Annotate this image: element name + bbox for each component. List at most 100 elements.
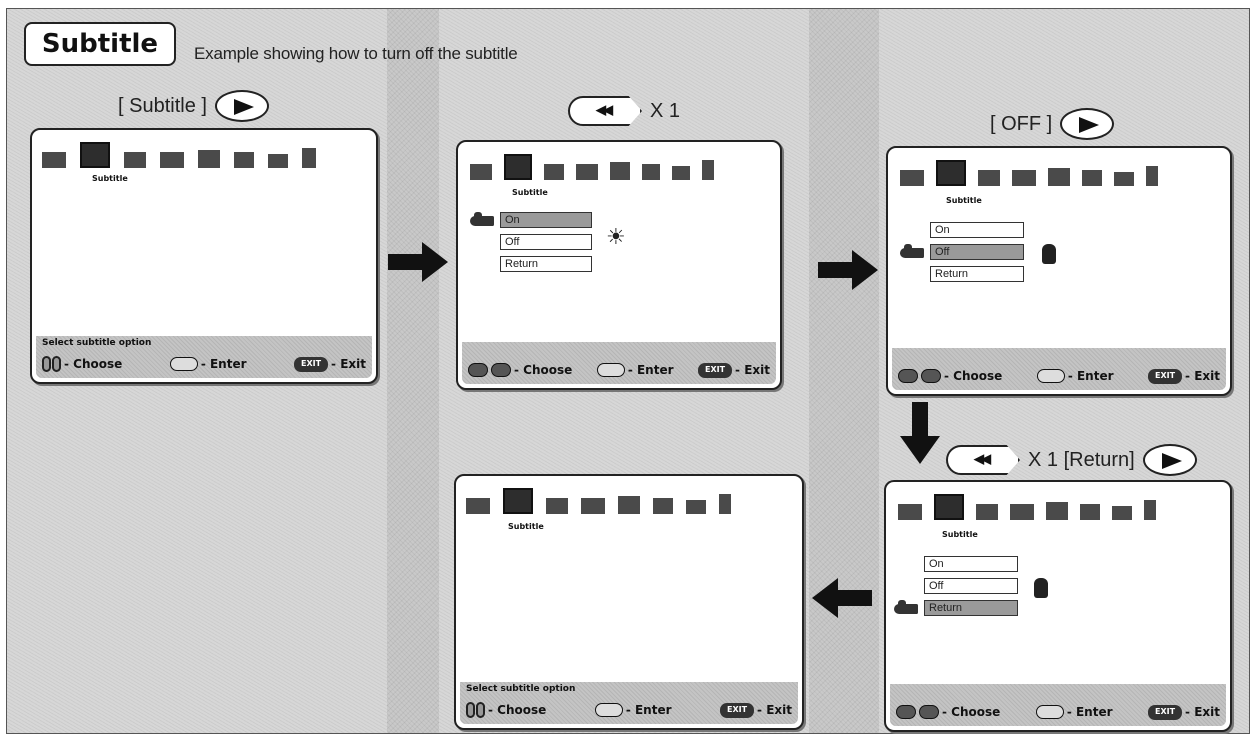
prev-button-icon bbox=[896, 705, 916, 719]
screen-footer: - Choose - Enter EXIT- Exit bbox=[462, 342, 776, 384]
features-icon bbox=[610, 162, 630, 180]
subtitle-icon bbox=[504, 154, 532, 180]
menu-icon-bar bbox=[466, 488, 731, 514]
subtitle-icon bbox=[934, 494, 964, 520]
option-off[interactable]: Off bbox=[924, 578, 1018, 594]
right-button-icon bbox=[1060, 108, 1115, 140]
step3-caption: [ OFF ] bbox=[990, 108, 1115, 140]
audio-icon bbox=[978, 170, 1000, 186]
right-button-icon bbox=[1142, 444, 1197, 476]
audio-icon bbox=[544, 164, 564, 180]
prev-button-icon bbox=[468, 363, 488, 377]
picture-icon bbox=[898, 504, 922, 520]
step2-caption: ◀◀ X 1 bbox=[568, 96, 680, 126]
step1-caption: [ Subtitle ] bbox=[118, 90, 269, 122]
option-return[interactable]: Return bbox=[924, 600, 1018, 616]
menu-screen-5: Subtitle Select subtitle option - Choose… bbox=[454, 474, 804, 730]
audio-icon bbox=[976, 504, 998, 520]
option-on[interactable]: On bbox=[930, 222, 1024, 238]
language-icon bbox=[581, 498, 605, 514]
menu-label: Subtitle bbox=[946, 196, 982, 205]
choose-text: - Choose bbox=[942, 705, 1001, 719]
rewind-button-icon bbox=[919, 705, 939, 719]
screen-footer: - Choose - Enter EXIT- Exit bbox=[890, 684, 1226, 726]
screen-footer: Select subtitle option - Choose - Enter … bbox=[36, 336, 372, 378]
exit-button-icon: EXIT bbox=[720, 702, 755, 718]
picture-icon bbox=[900, 170, 924, 186]
menu-screen-4: Subtitle On Off Return - Choose - Enter … bbox=[884, 480, 1232, 732]
menu-label: Subtitle bbox=[512, 188, 548, 197]
exit-menu-icon bbox=[702, 160, 714, 180]
section-title: Subtitle bbox=[24, 22, 176, 66]
arrow-right-1 bbox=[388, 242, 448, 282]
enter-text: - Enter bbox=[625, 703, 672, 717]
setup-icon bbox=[672, 166, 690, 180]
enter-text: - Enter bbox=[1066, 705, 1113, 719]
option-off[interactable]: Off bbox=[500, 234, 592, 250]
exit-button-icon: EXIT bbox=[698, 362, 733, 378]
exit-text: - Exit bbox=[757, 703, 792, 717]
screen-footer: - Choose - Enter EXIT- Exit bbox=[892, 348, 1226, 390]
menu-icon-bar bbox=[900, 160, 1158, 186]
updown-icon bbox=[42, 356, 61, 372]
parental-icon bbox=[234, 152, 254, 168]
enter-button-icon bbox=[1036, 369, 1065, 383]
screen-footer: Select subtitle option - Choose - Enter … bbox=[460, 682, 798, 724]
language-icon bbox=[160, 152, 184, 168]
exit-button-icon: EXIT bbox=[1148, 704, 1183, 720]
step4-label: X 1 [Return] bbox=[1028, 448, 1135, 471]
setup-icon bbox=[1112, 506, 1132, 520]
rewind-button-icon: ◀◀ bbox=[946, 445, 1020, 475]
parental-icon bbox=[653, 498, 673, 514]
features-icon bbox=[618, 496, 640, 514]
enter-text: - Enter bbox=[200, 357, 247, 371]
footer-controls: - Choose - Enter EXIT- Exit bbox=[896, 703, 1220, 721]
footer-hint: Select subtitle option bbox=[466, 684, 576, 694]
footer-controls: - Choose - Enter EXIT- Exit bbox=[466, 701, 792, 719]
menu-label: Subtitle bbox=[508, 522, 544, 531]
pointer-hand-icon bbox=[894, 600, 918, 614]
step2-label: X 1 bbox=[650, 99, 681, 122]
exit-menu-icon bbox=[1144, 500, 1156, 520]
arrow-right-2 bbox=[818, 250, 878, 290]
enter-button-icon bbox=[594, 703, 623, 717]
picture-icon bbox=[42, 152, 66, 168]
audio-icon bbox=[124, 152, 146, 168]
footer-controls: - Choose - Enter EXIT- Exit bbox=[42, 355, 366, 373]
exit-text: - Exit bbox=[1185, 369, 1220, 383]
footer-controls: - Choose - Enter EXIT- Exit bbox=[468, 361, 770, 379]
exit-text: - Exit bbox=[735, 363, 770, 377]
choose-text: - Choose bbox=[514, 363, 573, 377]
rewind-button-icon: ◀◀ bbox=[568, 96, 642, 126]
exit-menu-icon bbox=[719, 494, 731, 514]
exit-text: - Exit bbox=[1185, 705, 1220, 719]
enter-button-icon bbox=[1035, 705, 1064, 719]
lightbulb-on-icon: ☀ bbox=[606, 224, 626, 249]
rewind-button-icon bbox=[491, 363, 511, 377]
lightbulb-off-icon bbox=[1042, 244, 1056, 264]
pointer-hand-icon bbox=[900, 244, 924, 258]
choose-text: - Choose bbox=[944, 369, 1003, 383]
menu-icon-bar bbox=[898, 494, 1156, 520]
step1-label: [ Subtitle ] bbox=[118, 94, 207, 117]
option-on[interactable]: On bbox=[924, 556, 1018, 572]
choose-text: - Choose bbox=[64, 357, 123, 371]
exit-button-icon: EXIT bbox=[294, 356, 329, 372]
option-on[interactable]: On bbox=[500, 212, 592, 228]
option-return[interactable]: Return bbox=[500, 256, 592, 272]
rewind-button-icon bbox=[921, 369, 941, 383]
option-return[interactable]: Return bbox=[930, 266, 1024, 282]
lightbulb-off-icon bbox=[1034, 578, 1048, 598]
step4-caption: ◀◀ X 1 [Return] bbox=[946, 444, 1197, 476]
menu-screen-3: Subtitle On Off Return - Choose - Enter … bbox=[886, 146, 1232, 396]
enter-button-icon bbox=[169, 357, 198, 371]
parental-icon bbox=[1080, 504, 1100, 520]
exit-text: - Exit bbox=[331, 357, 366, 371]
setup-icon bbox=[268, 154, 288, 168]
menu-label: Subtitle bbox=[942, 530, 978, 539]
setup-icon bbox=[686, 500, 706, 514]
language-icon bbox=[1010, 504, 1034, 520]
enter-text: - Enter bbox=[627, 363, 674, 377]
option-off[interactable]: Off bbox=[930, 244, 1024, 260]
arrow-left bbox=[812, 578, 872, 618]
